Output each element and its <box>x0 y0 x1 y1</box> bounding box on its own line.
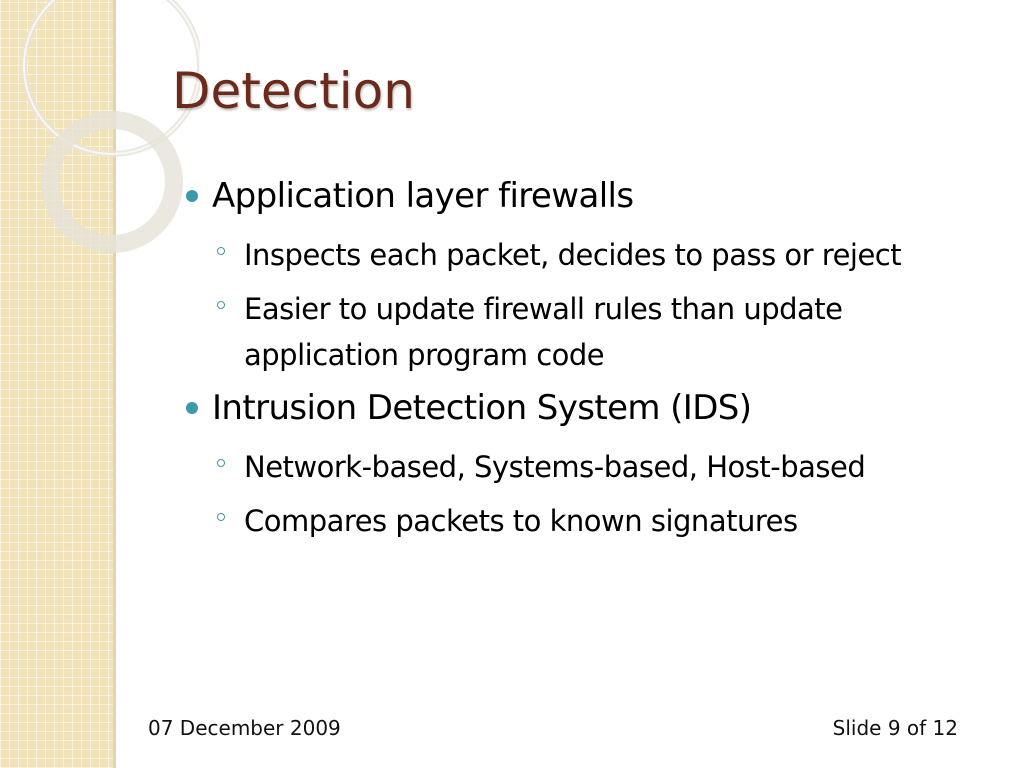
sub-bullet-text: Network-based, Systems-based, Host-based <box>244 450 866 484</box>
sub-bullet-ring-icon <box>217 513 225 521</box>
sub-bullet-item: Compares packets to known signatures <box>186 498 996 544</box>
side-strip-edge <box>113 0 116 768</box>
bullet-item: Intrusion Detection System (IDS) <box>186 386 996 430</box>
bullet-dot-icon <box>186 402 198 414</box>
bullet-list: Application layer firewalls Inspects eac… <box>186 174 996 552</box>
sub-bullet-text: Easier to update firewall rules than upd… <box>244 292 843 372</box>
sub-bullet-item: Easier to update firewall rules than upd… <box>186 286 996 378</box>
sub-bullet-ring-icon <box>217 459 225 467</box>
sub-bullet-text: Inspects each packet, decides to pass or… <box>244 238 902 272</box>
slide-number: Slide 9 of 12 <box>832 716 958 740</box>
slide-title: Detection <box>172 62 415 120</box>
bullet-text: Application layer firewalls <box>212 176 634 216</box>
bullet-dot-icon <box>186 190 198 202</box>
bullet-text: Intrusion Detection System (IDS) <box>212 388 752 428</box>
sub-bullet-ring-icon <box>217 247 225 255</box>
sub-bullet-item: Network-based, Systems-based, Host-based <box>186 444 996 490</box>
footer-date: 07 December 2009 <box>148 716 341 740</box>
sub-bullet-item: Inspects each packet, decides to pass or… <box>186 232 996 278</box>
sub-bullet-text: Compares packets to known signatures <box>244 504 798 538</box>
sub-bullet-ring-icon <box>217 301 225 309</box>
decorative-rings <box>21 0 200 253</box>
bullet-item: Application layer firewalls <box>186 174 996 218</box>
